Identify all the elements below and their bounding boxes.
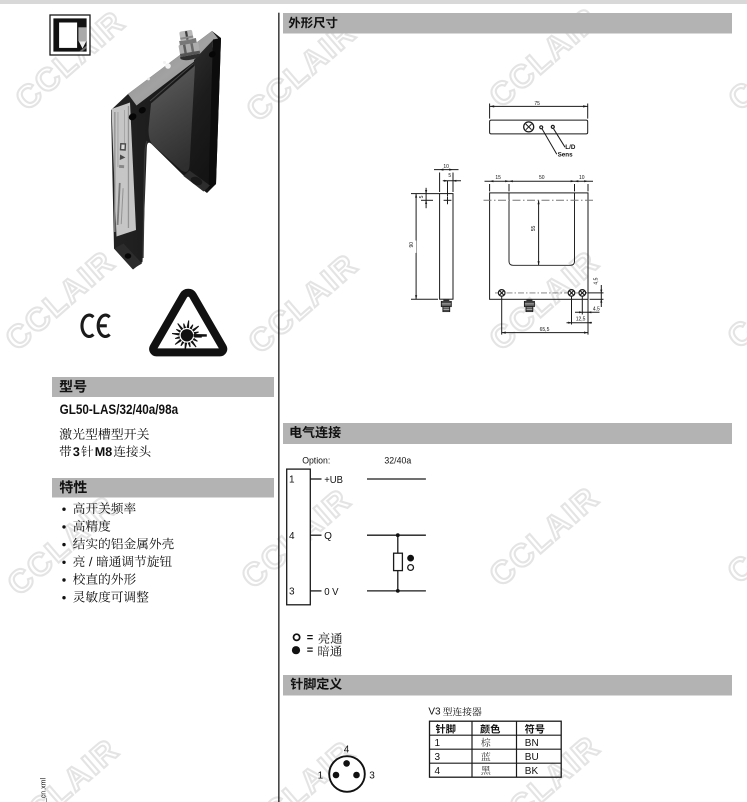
svg-text:=: = — [307, 645, 313, 657]
svg-text:Q: Q — [324, 531, 332, 542]
svg-text:3: 3 — [369, 771, 375, 782]
svg-text:4,5: 4,5 — [593, 277, 599, 284]
svg-text:CCLAIR: CCLAIR — [241, 246, 365, 360]
svg-text:10: 10 — [443, 164, 449, 170]
svg-text:3: 3 — [289, 587, 295, 598]
svg-text:GL50-LAS/32/40a/98a: GL50-LAS/32/40a/98a — [60, 402, 179, 417]
svg-text:3: 3 — [435, 752, 441, 763]
svg-text:BK: BK — [525, 766, 539, 777]
svg-text:50: 50 — [539, 175, 545, 181]
svg-text:L/D: L/D — [565, 144, 576, 151]
svg-text:=: = — [307, 632, 313, 644]
svg-text:0 V: 0 V — [324, 587, 339, 598]
svg-text:15: 15 — [495, 175, 501, 181]
svg-text:90: 90 — [409, 242, 415, 248]
svg-text:4.5: 4.5 — [593, 306, 600, 312]
svg-text:65,5: 65,5 — [540, 327, 550, 333]
svg-text:5: 5 — [419, 195, 425, 198]
svg-text:CCLAIR: CCLAIR — [482, 479, 606, 593]
svg-text:1: 1 — [289, 475, 295, 486]
svg-text:CCLAIR: CCLAIR — [0, 243, 122, 357]
svg-text:1: 1 — [435, 738, 441, 749]
svg-text:32/40a: 32/40a — [384, 456, 412, 466]
svg-text:55: 55 — [531, 226, 537, 232]
svg-text:CCLAIR: CCLAIR — [722, 729, 747, 802]
svg-text:1: 1 — [318, 771, 324, 782]
svg-text:75: 75 — [534, 101, 540, 107]
svg-text:4: 4 — [435, 766, 441, 777]
svg-text:+UB: +UB — [324, 475, 343, 486]
svg-text:4: 4 — [289, 531, 295, 542]
svg-text:5_cn.xml: 5_cn.xml — [41, 778, 48, 802]
svg-text:Option:: Option: — [302, 456, 330, 466]
svg-text:CCLAIR: CCLAIR — [482, 243, 606, 357]
svg-text:Sens: Sens — [558, 151, 574, 158]
svg-text:BU: BU — [525, 752, 539, 763]
svg-text:CCLAIR: CCLAIR — [0, 488, 124, 602]
svg-text:V3: V3 — [428, 707, 441, 718]
svg-text:5: 5 — [448, 173, 451, 179]
svg-text:10: 10 — [579, 175, 585, 181]
svg-text:CCLAIR: CCLAIR — [720, 476, 747, 590]
svg-text:BN: BN — [525, 738, 539, 749]
svg-text:12,5: 12,5 — [576, 317, 586, 323]
svg-text:CCLAIR: CCLAIR — [2, 731, 126, 802]
svg-text:CCLAIR: CCLAIR — [720, 241, 747, 355]
svg-text:CCLAIR: CCLAIR — [483, 728, 607, 802]
svg-text:4: 4 — [344, 745, 350, 756]
